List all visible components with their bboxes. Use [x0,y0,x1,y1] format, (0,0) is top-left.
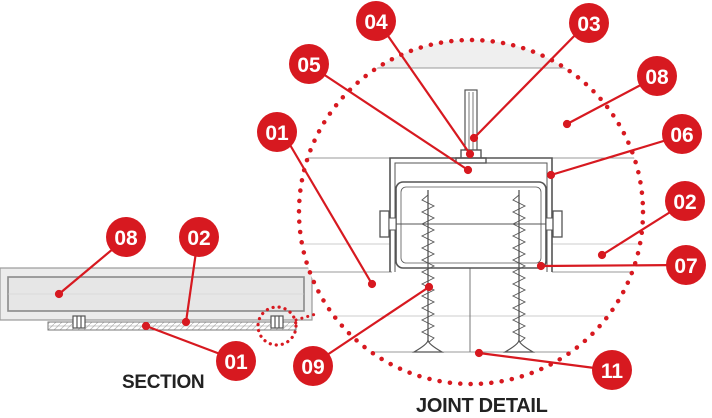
callout-08-section: 08 [106,217,146,257]
outer-channel [389,157,553,272]
callout-04: 04 [356,1,396,41]
callout-02-joint: 02 [665,181,705,221]
callout-09: 09 [293,346,333,386]
callout-03: 03 [569,3,609,43]
callout-label: 01 [224,351,248,374]
callout-05: 05 [289,44,329,84]
section-clip-left [72,315,86,329]
callout-label: 08 [114,227,138,250]
callout-label: 07 [674,255,697,278]
callout-label: 01 [265,122,289,145]
joint-hardware [379,89,563,353]
section-detail-marker [256,305,298,347]
side-bolt-head-left [379,210,390,238]
callout-label: 04 [364,11,388,34]
section-view [0,267,318,347]
callout-01-joint: 01 [257,112,297,152]
screw-right [502,190,536,353]
callout-02-section: 02 [179,217,219,257]
callout-label: 05 [297,54,321,77]
leader-lines [54,19,684,372]
callout-label: 02 [673,191,696,214]
callout-07: 07 [666,245,706,285]
section-clip-right [270,315,284,329]
callout-label: 09 [301,356,324,379]
callout-label: 06 [670,124,693,147]
side-bolt-head-right [552,210,563,238]
callout-01-section: 01 [216,341,256,381]
callout-label: 02 [187,227,210,250]
upper-element [299,40,643,68]
callout-label: 08 [645,66,669,89]
joint-detail-caption: JOINT DETAIL [416,395,548,417]
callout-label: 11 [601,360,624,383]
callout-label: 03 [577,13,600,36]
callout-11: 11 [592,350,632,390]
detail-circle [296,37,646,387]
screw-left [411,190,445,353]
callout-08-joint: 08 [637,56,677,96]
section-caption: SECTION [122,372,205,393]
callout-06: 06 [662,114,702,154]
